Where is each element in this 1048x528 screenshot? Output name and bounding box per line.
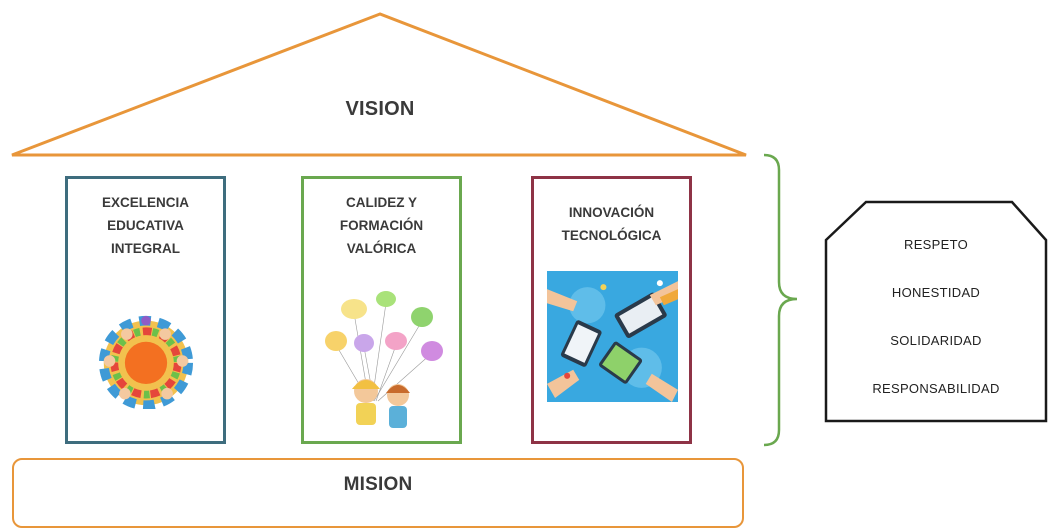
roof-triangle	[11, 12, 747, 157]
house-diagram	[11, 12, 1048, 447]
values-brace	[763, 153, 798, 447]
pillar-title: INNOVACIÓN TECNOLÓGICA	[561, 205, 662, 243]
vision-label: VISION	[345, 98, 415, 120]
pillar-innovacion: INNOVACIÓN TECNOLÓGICA	[531, 176, 692, 444]
value-respeto: RESPETO	[904, 237, 968, 252]
children-circle-illustration	[98, 315, 194, 409]
hands-with-devices-illustration	[547, 271, 678, 402]
children-with-balloons-illustration	[325, 291, 443, 428]
value-honestidad: HONESTIDAD	[891, 285, 981, 300]
pillar-title: CALIDEZ Y FORMACIÓN VALÓRICA	[339, 195, 424, 256]
pillar-calidez: CALIDEZ Y FORMACIÓN VALÓRICA	[301, 176, 462, 444]
value-responsabilidad: RESPONSABILIDAD	[872, 381, 1000, 396]
values-list: RESPETO HONESTIDAD SOLIDARIDAD RESPONSAB…	[826, 202, 1046, 421]
values-octagon	[824, 200, 1048, 423]
value-solidaridad: SOLIDARIDAD	[890, 333, 982, 348]
mision-label: MISION	[343, 474, 413, 495]
pillar-title: EXCELENCIA EDUCATIVA INTEGRAL	[101, 195, 189, 256]
pillar-excelencia: EXCELENCIA EDUCATIVA INTEGRAL	[65, 176, 226, 444]
